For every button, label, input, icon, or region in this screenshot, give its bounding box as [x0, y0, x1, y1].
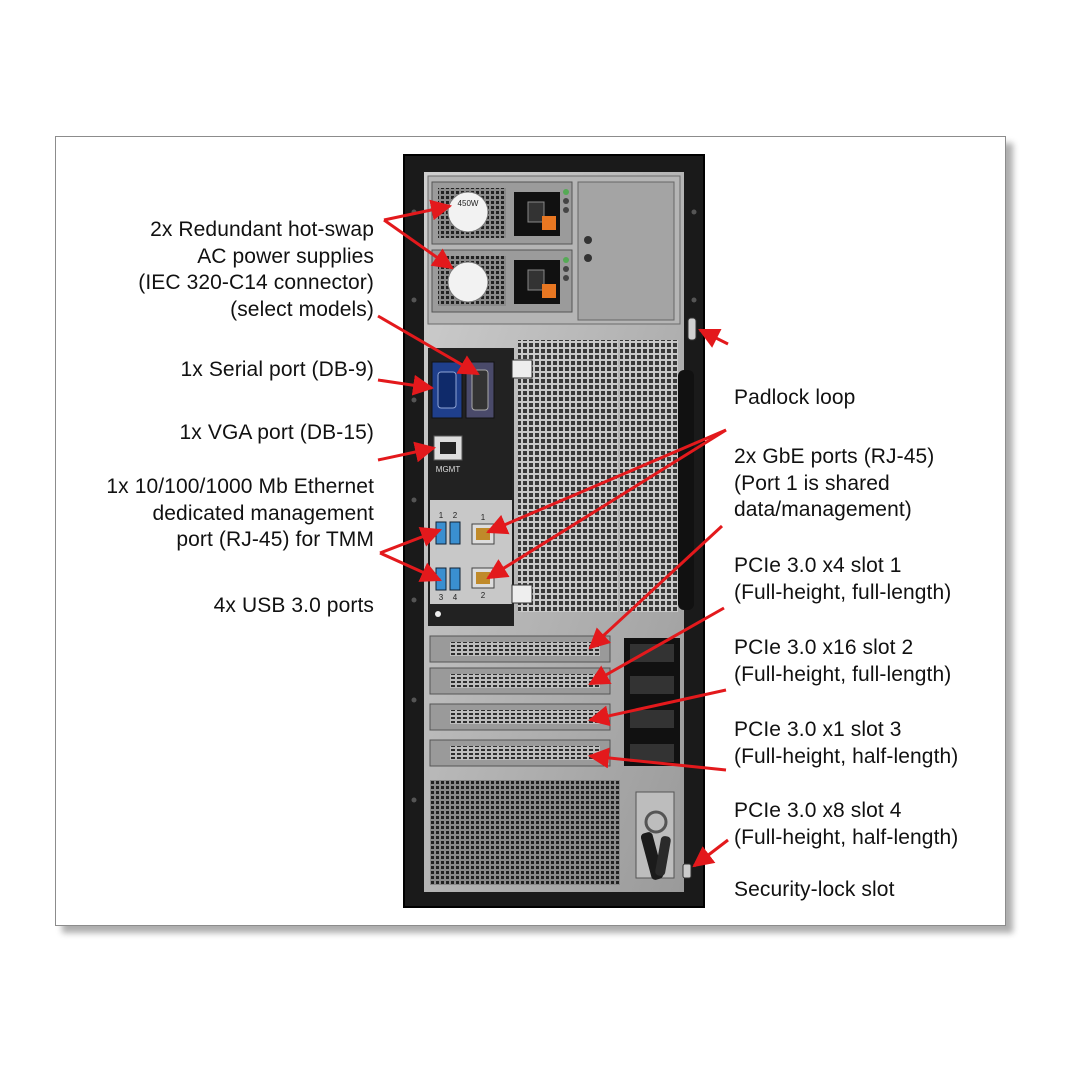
callout-arrows — [377, 199, 729, 868]
power-supply-2 — [431, 249, 573, 313]
mgmt-marking: MGMT — [436, 465, 461, 474]
rj45-small-connector — [511, 359, 533, 379]
psu-rating-label: 450W — [458, 199, 479, 208]
padlock-loop — [687, 317, 697, 341]
callout-padlock-loop: Padlock loop — [734, 386, 856, 409]
io-panel: MGMT 1 2 3 4 1 2 — [428, 348, 514, 626]
small-connector — [511, 584, 533, 604]
svg-text:3: 3 — [439, 593, 444, 602]
callout-vga-port: 1x VGA port (DB-15) — [179, 421, 374, 444]
callout-pcie-slot-4: PCIe 3.0 x8 slot 4(Full-height, half-len… — [734, 799, 959, 849]
callout-serial-port: 1x Serial port (DB-9) — [180, 358, 374, 381]
svg-text:2: 2 — [453, 511, 458, 520]
svg-text:1: 1 — [439, 511, 444, 520]
security-lock-area — [635, 791, 692, 880]
power-supply-1: 450W — [431, 181, 573, 245]
psu-blank-panel — [577, 181, 675, 321]
callout-pcie-slot-1: PCIe 3.0 x4 slot 1(Full-height, full-len… — [734, 554, 952, 604]
svg-text:1: 1 — [481, 513, 486, 522]
callout-usb-ports: 4x USB 3.0 ports — [213, 594, 374, 617]
pcie-slots — [429, 635, 680, 767]
svg-text:4: 4 — [453, 593, 458, 602]
security-lock-slot — [682, 863, 692, 879]
callout-security-lock-slot: Security-lock slot — [734, 878, 895, 901]
callout-pcie-slot-2: PCIe 3.0 x16 slot 2(Full-height, full-le… — [734, 636, 952, 686]
callout-pcie-slot-3: PCIe 3.0 x1 slot 3(Full-height, half-len… — [734, 718, 959, 768]
svg-text:2: 2 — [481, 591, 486, 600]
